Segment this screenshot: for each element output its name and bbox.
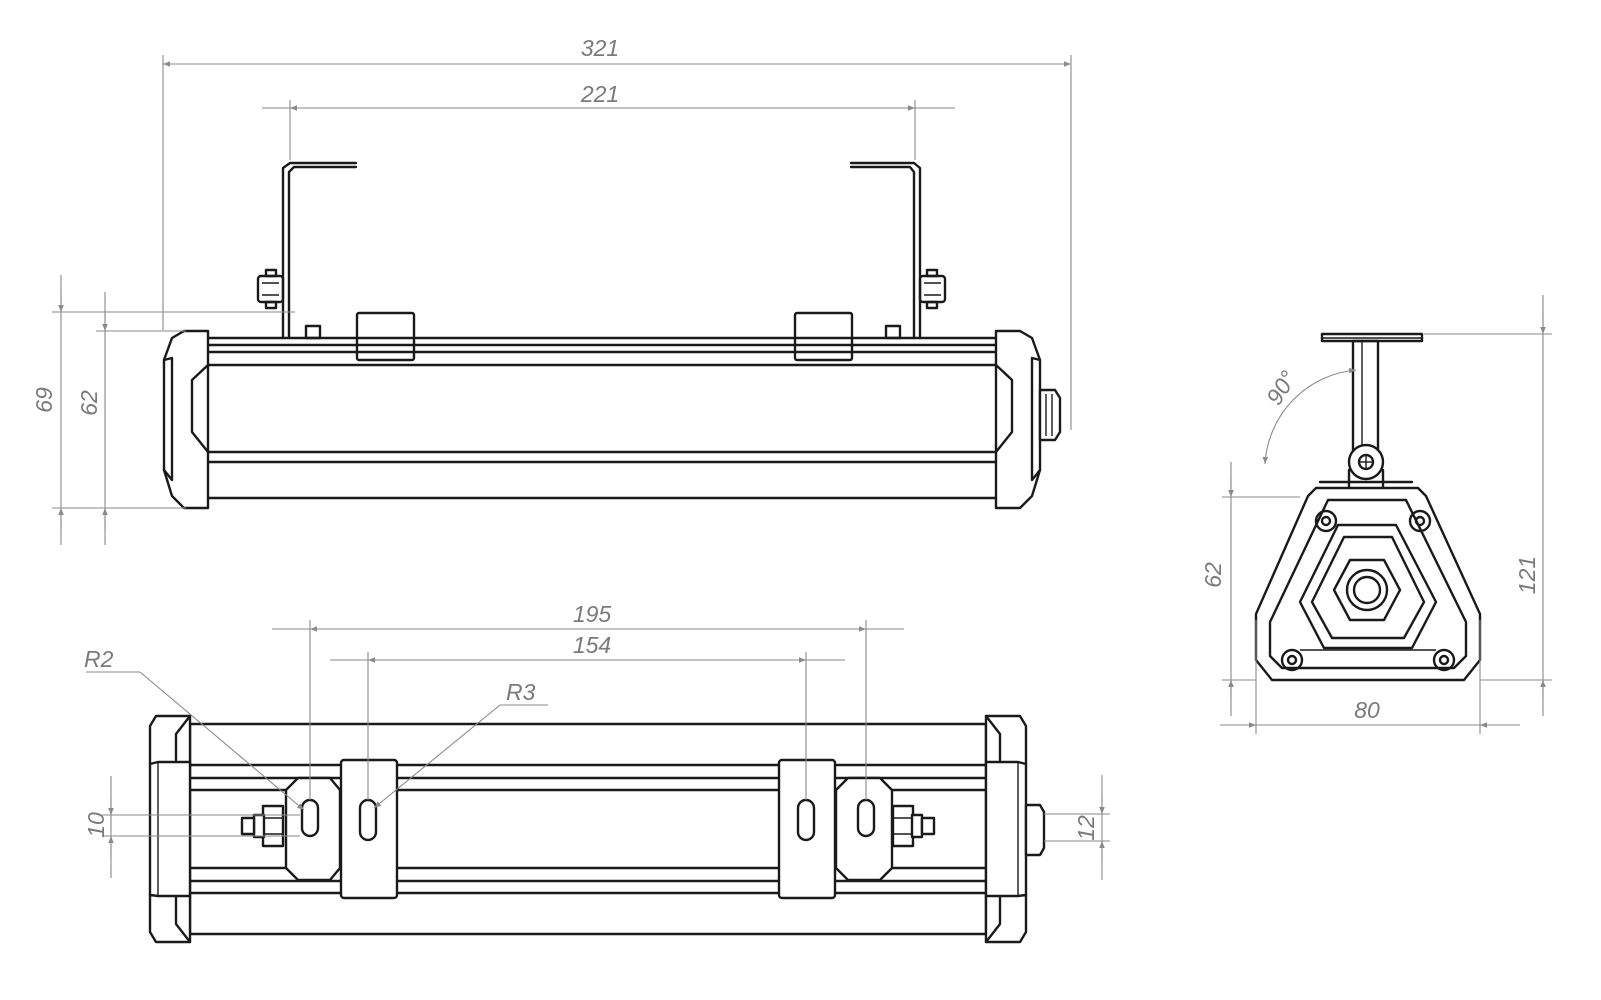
cable-gland-front bbox=[1038, 388, 1062, 442]
dim-hole-span-195: 195 bbox=[573, 601, 612, 627]
right-plan-bolt bbox=[891, 804, 936, 848]
right-clamp bbox=[793, 311, 854, 362]
dim-rotation-90: 90° bbox=[1261, 366, 1301, 409]
dim-radius-r2: R2 bbox=[84, 646, 114, 672]
dim-radius-r3: R3 bbox=[506, 679, 536, 705]
dim-bracket-span: 221 bbox=[580, 81, 619, 107]
right-bracket bbox=[849, 161, 922, 340]
right-bracket-bolt bbox=[918, 268, 947, 310]
dim-end-height-62: 62 bbox=[1200, 562, 1226, 588]
left-mount-plate bbox=[284, 776, 342, 882]
plan-right-end-cap bbox=[984, 714, 1028, 944]
right-mount-plate bbox=[834, 776, 894, 882]
dim-overall-length: 321 bbox=[581, 35, 619, 61]
end-view-screw-bottom-left bbox=[1280, 648, 1304, 672]
dim-slot-10: 10 bbox=[83, 812, 109, 838]
end-view-screw-top-right bbox=[1408, 509, 1432, 533]
plan-left-end-cap bbox=[148, 714, 192, 944]
plan-view: 195 154 R2 R3 10 12 bbox=[83, 601, 1110, 944]
dim-end-height-121: 121 bbox=[1514, 556, 1540, 594]
left-clamp bbox=[355, 311, 416, 362]
end-view-cable-gland bbox=[1332, 558, 1402, 622]
dim-end-width-80: 80 bbox=[1354, 697, 1380, 723]
dim-body-height-62: 62 bbox=[76, 390, 102, 416]
cable-gland-plan bbox=[1024, 803, 1046, 857]
left-bracket-bolt bbox=[256, 268, 285, 310]
dim-gland-12: 12 bbox=[1073, 815, 1099, 841]
left-bracket bbox=[281, 161, 358, 340]
end-view: 90° 62 121 80 bbox=[1200, 295, 1552, 734]
end-view-screw-top-left bbox=[1314, 509, 1338, 533]
plan-right-clamp bbox=[777, 758, 837, 900]
plan-left-clamp bbox=[339, 758, 399, 900]
end-view-stem bbox=[1351, 339, 1380, 461]
end-view-screw-bottom-right bbox=[1432, 648, 1456, 672]
left-plan-bolt bbox=[240, 804, 285, 848]
front-view: 321 221 69 62 bbox=[31, 35, 1072, 545]
housing-body bbox=[184, 336, 1016, 500]
dim-hole-span-154: 154 bbox=[573, 632, 611, 658]
dim-height-69: 69 bbox=[31, 387, 57, 413]
